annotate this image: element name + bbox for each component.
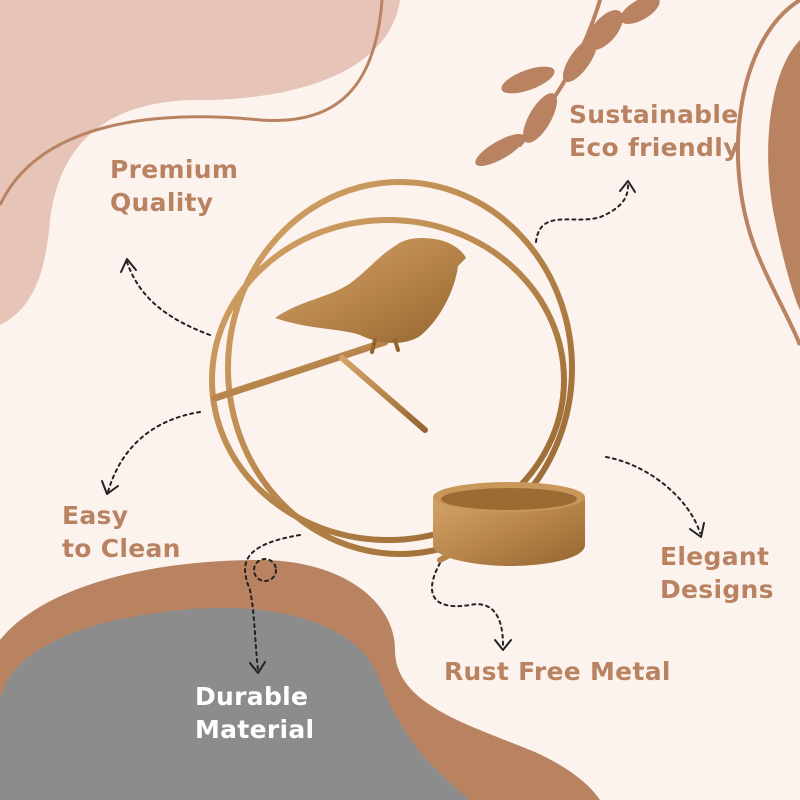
outer-ring bbox=[225, 179, 575, 557]
arrow-easy bbox=[107, 411, 201, 493]
brown-arc-top-left bbox=[0, 0, 384, 206]
feature-easy-to-clean: Easy to Clean bbox=[62, 500, 181, 565]
feature-sustainable-line2: Eco friendly bbox=[569, 132, 740, 162]
arrow-durable bbox=[244, 534, 301, 671]
branch bbox=[211, 338, 389, 402]
feature-rust-line1: Rust Free Metal bbox=[444, 657, 671, 686]
bird-feet bbox=[370, 338, 400, 354]
pink-blob bbox=[0, 0, 400, 325]
arrow-premium bbox=[126, 261, 211, 336]
arrow-head-durable bbox=[249, 661, 266, 674]
brown-blob-right bbox=[768, 40, 800, 310]
feature-sustainable: Sustainable Eco friendly bbox=[569, 99, 740, 164]
feature-elegant-line1: Elegant bbox=[660, 542, 770, 571]
arrow-head-easy bbox=[101, 480, 119, 495]
feature-durable-line1: Durable bbox=[195, 682, 309, 711]
arrow-rust bbox=[430, 562, 504, 646]
arrow-sustainable bbox=[535, 184, 629, 243]
tealight-cup bbox=[433, 482, 585, 566]
feature-premium-quality: Premium Quality bbox=[110, 154, 238, 219]
arrow-head-rust bbox=[494, 639, 512, 651]
feature-durable-line2: Material bbox=[195, 714, 315, 744]
feature-easy-line2: to Clean bbox=[62, 533, 181, 563]
arrow-head-elegant bbox=[689, 522, 705, 538]
leaf-branch-icon bbox=[475, 0, 660, 167]
inner-ring bbox=[209, 217, 567, 543]
feature-elegant-designs: Elegant Designs bbox=[660, 541, 774, 606]
brown-arc-right bbox=[735, 0, 800, 346]
feature-premium-line2: Quality bbox=[110, 187, 214, 217]
arrow-durable-loop bbox=[253, 558, 277, 582]
twig bbox=[339, 355, 428, 433]
arrow-elegant bbox=[605, 456, 701, 534]
arrow-head-sustainable bbox=[619, 180, 636, 193]
feature-rust-free-metal: Rust Free Metal bbox=[444, 656, 671, 689]
feature-sustainable-line1: Sustainable bbox=[569, 100, 739, 129]
arrow-head-premium bbox=[120, 258, 137, 273]
feature-easy-line1: Easy bbox=[62, 501, 129, 530]
feature-elegant-line2: Designs bbox=[660, 574, 774, 604]
feature-durable-material: Durable Material bbox=[195, 681, 314, 746]
bird bbox=[275, 238, 466, 344]
gray-blob-bottom bbox=[0, 607, 470, 800]
feature-premium-line1: Premium bbox=[110, 155, 239, 184]
